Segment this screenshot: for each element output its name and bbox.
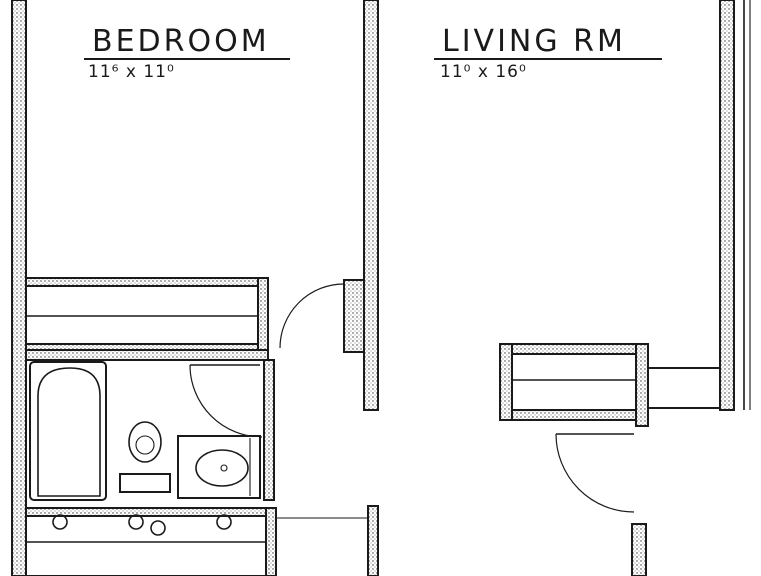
living-closet xyxy=(499,345,647,419)
living-door-swing xyxy=(555,433,635,513)
bedroom-door-jamb xyxy=(343,279,365,353)
living-room-dimensions: 11⁰ x 16⁰ xyxy=(440,62,527,82)
burner-3 xyxy=(150,520,166,536)
burner-1 xyxy=(52,514,68,530)
toilet-seat-ring xyxy=(135,435,155,455)
bathtub-basin xyxy=(37,367,101,497)
bathroom-right-wall xyxy=(263,359,275,501)
partition-wall-upper xyxy=(363,0,379,411)
bedroom-label-underline xyxy=(84,58,290,60)
toilet-bowl xyxy=(128,421,162,463)
toilet-tank xyxy=(119,473,171,493)
bathroom-top-wall xyxy=(25,349,269,361)
bedroom-label: BEDROOM xyxy=(92,24,270,59)
living-closet-bottom xyxy=(499,409,649,421)
sink-basin xyxy=(195,449,249,487)
vanity xyxy=(177,435,261,499)
living-closet-top xyxy=(499,343,649,355)
lower-partition xyxy=(367,505,379,576)
closet-right-wall xyxy=(257,277,269,359)
bathtub xyxy=(29,361,107,501)
living-room-label: LIVING RM xyxy=(442,24,626,59)
living-door-jamb xyxy=(631,523,647,576)
bottom-counter-wall xyxy=(25,507,275,517)
exterior-wall-right xyxy=(719,0,735,411)
burner-2 xyxy=(128,514,144,530)
exterior-wall-left xyxy=(11,0,27,576)
living-closet-ext xyxy=(647,367,721,409)
burner-4 xyxy=(216,514,232,530)
closet-top-wall xyxy=(25,277,265,287)
bedroom-closet xyxy=(25,279,267,351)
bottom-right-post xyxy=(265,507,277,576)
bathroom-door-swing xyxy=(189,364,263,438)
bedroom-door-swing xyxy=(279,283,345,349)
living-closet-right xyxy=(635,343,649,427)
living-closet-left xyxy=(499,343,513,421)
bedroom-dimensions: 11⁶ x 11⁰ xyxy=(88,62,175,82)
sink-drain xyxy=(220,464,228,472)
living-room-label-underline xyxy=(434,58,662,60)
bottom-counter xyxy=(25,511,275,576)
